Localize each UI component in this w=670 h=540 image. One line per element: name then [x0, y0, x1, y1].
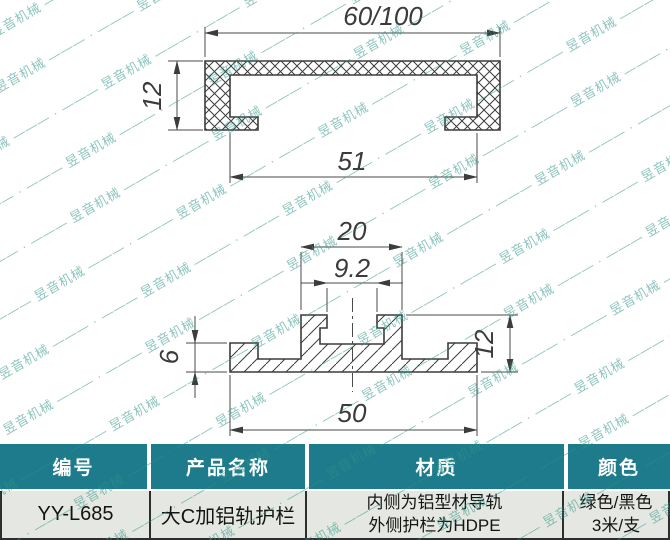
material-line-1: 内侧为铝型材导轨 — [366, 493, 503, 513]
color-line-2: 3米/支 — [591, 515, 641, 535]
cell-product-name: 大C加铝轨护栏 — [151, 491, 305, 538]
dim-label-top-height: 12 — [137, 81, 167, 110]
dim-boss-width-lines — [300, 243, 403, 310]
table-header-code: 编号 — [0, 444, 147, 489]
table-header-name: 产品名称 — [151, 444, 305, 489]
table-header-row: 编号 产品名称 材质 颜色 — [0, 444, 670, 489]
dim-rail-height-lines — [406, 314, 518, 373]
technical-drawing: 60/100 12 51 20 — [137, 1, 518, 436]
product-code: YY-L685 — [37, 503, 114, 525]
cell-product-code: YY-L685 — [2, 491, 149, 538]
table-row: YY-L685 大C加铝轨护栏 内侧为铝型材导轨 外侧护栏为HDPE 绿色/黑色… — [0, 491, 670, 540]
material-line-2: 外侧护栏为HDPE — [368, 515, 501, 535]
product-spec-table: 编号 产品名称 材质 颜色 YY-L685 大C加铝轨护栏 内侧为铝型材导轨 外… — [0, 444, 670, 540]
dim-top-inner-width-lines — [229, 133, 478, 183]
upper-profile-drawing: 60/100 12 51 — [137, 1, 501, 183]
dim-label-base-width: 50 — [338, 398, 367, 428]
cell-color: 绿色/黑色 3米/支 — [564, 491, 668, 538]
dim-label-boss-width: 20 — [337, 216, 367, 246]
dim-label-top-inner-width: 51 — [338, 146, 367, 176]
dim-top-width-lines — [204, 27, 501, 57]
color-line-1: 绿色/黑色 — [579, 493, 653, 513]
dim-slot-width-lines — [301, 279, 403, 312]
dim-label-top-width: 60/100 — [343, 1, 423, 31]
cell-material: 内侧为铝型材导轨 外侧护栏为HDPE — [307, 491, 562, 538]
lower-profile-drawing: 20 9.2 6 12 — [154, 216, 518, 436]
lower-profile-outline — [229, 314, 478, 373]
dim-label-rail-height: 12 — [469, 329, 499, 358]
dim-edge-height-lines — [186, 316, 227, 398]
upper-profile-outline — [204, 60, 501, 131]
table-header-divider — [0, 489, 670, 491]
table-header-color: 颜色 — [568, 444, 670, 489]
dim-label-slot-width: 9.2 — [334, 253, 371, 283]
product-name: 大C加铝轨护栏 — [160, 506, 296, 528]
dim-base-width-lines — [229, 375, 478, 436]
table-header-material: 材质 — [309, 444, 564, 489]
dim-label-edge-height: 6 — [154, 349, 184, 364]
dim-top-height-lines — [168, 60, 203, 131]
